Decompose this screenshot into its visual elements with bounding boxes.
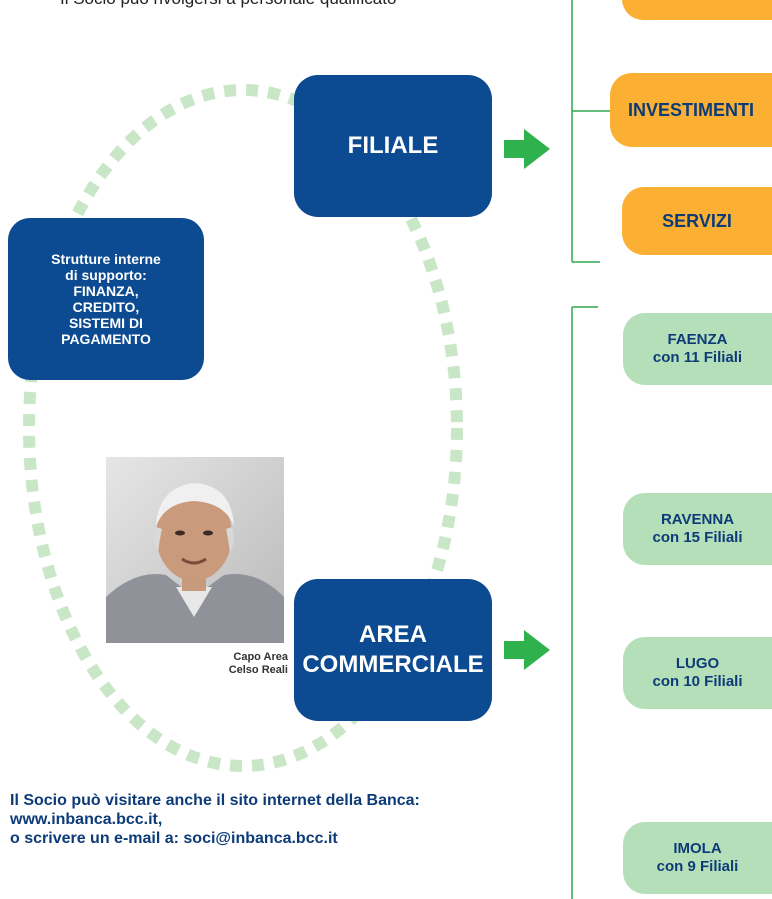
area-commerciale-node: AREA COMMERCIALE	[294, 579, 492, 721]
arrow-right-icon	[504, 630, 550, 670]
area-commerciale-label: AREA COMMERCIALE	[302, 621, 484, 678]
filiale-label: FILIALE	[347, 132, 439, 159]
intro-text: Il Socio può rivolgersi a personale qual…	[60, 0, 490, 9]
service-box-top	[622, 0, 772, 20]
photo-caption: Capo Area Celso Reali	[228, 651, 288, 676]
support-label: Strutture interne di supporto: FINANZA, …	[51, 251, 161, 347]
area-box-lugo: LUGO con 10 Filiali	[623, 637, 772, 709]
support-node: Strutture interne di supporto: FINANZA, …	[8, 218, 204, 380]
area-label: RAVENNA con 15 Filiali	[652, 511, 743, 546]
portrait-image	[106, 457, 284, 643]
area-box-ravenna: RAVENNA con 15 Filiali	[623, 493, 772, 565]
service-box-investimenti: INVESTIMENTI	[610, 73, 772, 147]
portrait-photo	[106, 457, 284, 643]
arrow-right-icon	[504, 129, 550, 169]
area-box-imola: IMOLA con 9 Filiali	[623, 822, 772, 894]
service-label: SERVIZI	[662, 210, 732, 231]
footer-line-2: www.inbanca.bcc.it,	[10, 811, 163, 828]
filiale-node: FILIALE	[294, 75, 492, 217]
service-box-servizi: SERVIZI	[622, 187, 772, 255]
area-label: FAENZA con 11 Filiali	[652, 331, 743, 366]
footer-text: Il Socio può visitare anche il sito inte…	[10, 791, 570, 848]
footer-line-1: Il Socio può visitare anche il sito inte…	[10, 792, 420, 809]
area-box-faenza: FAENZA con 11 Filiali	[623, 313, 772, 385]
service-label: INVESTIMENTI	[627, 99, 754, 120]
area-label: IMOLA con 9 Filiali	[656, 840, 739, 875]
footer-line-3: o scrivere un e-mail a: soci@inbanca.bcc…	[10, 830, 338, 847]
area-label: LUGO con 10 Filiali	[652, 655, 743, 690]
